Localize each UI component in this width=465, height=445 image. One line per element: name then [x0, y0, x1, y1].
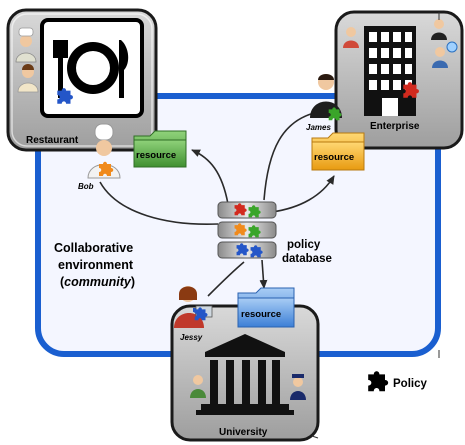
enterprise-resource-folder: resource: [311, 132, 365, 171]
tick-marks: [311, 12, 440, 439]
restaurant-node: Restaurant: [6, 8, 158, 152]
legend-policy-label: Policy: [393, 378, 427, 390]
restaurant-label: Restaurant: [26, 135, 79, 146]
community-label-line2: environment: [58, 258, 134, 272]
link-db-to-enterprise-resource: [271, 175, 335, 213]
jessy-avatar-icon: [174, 286, 213, 328]
restaurant-plate-icon: [40, 18, 144, 118]
enterprise-node: Enterprise: [334, 10, 464, 150]
policy-database-icon: [217, 201, 277, 259]
office-building-icon: [364, 26, 416, 116]
link-db-to-university-resource: [259, 259, 268, 289]
policy-database-label-line2: database: [282, 253, 332, 265]
link-james-to-db: [263, 111, 319, 201]
university-resource-label: resource: [241, 309, 281, 320]
link-jessy-to-db: [207, 261, 245, 297]
restaurant-resource-label: resource: [136, 150, 176, 161]
university-label: University: [219, 427, 268, 438]
link-db-to-restaurant-resource: [191, 149, 229, 205]
enterprise-label: Enterprise: [370, 121, 420, 132]
community-label-line3: (community): [60, 275, 135, 289]
connections: [99, 111, 335, 297]
student-person-icon: [190, 375, 206, 398]
close-paren: ): [131, 275, 135, 289]
link-bob-to-db: [99, 181, 219, 226]
bob-chef-avatar-icon: [87, 123, 121, 179]
enterprise-person-icon-right-top: [431, 19, 447, 40]
community-label-line1: Collaborative: [54, 241, 133, 255]
james-label: James: [306, 123, 331, 132]
enterprise-person-icon-left: [343, 27, 359, 48]
waitress-person-icon: [17, 64, 39, 93]
community-word: community: [64, 275, 132, 289]
bob-label: Bob: [78, 182, 94, 191]
university-node: University: [170, 304, 320, 442]
university-resource-folder: resource: [237, 287, 295, 328]
university-building-icon: [196, 334, 294, 415]
enterprise-person-icon-right-bottom: [432, 41, 458, 68]
open-paren: (: [60, 275, 65, 289]
legend-puzzle-piece-icon: [368, 371, 389, 392]
jessy-label: Jessy: [180, 333, 203, 342]
officer-person-icon: [290, 374, 306, 400]
chef-person-icon: [15, 27, 37, 63]
policy-database-label-line1: policy: [287, 239, 321, 251]
enterprise-resource-label: resource: [314, 152, 354, 163]
restaurant-resource-folder: resource: [133, 130, 187, 168]
james-avatar-icon: [310, 74, 342, 121]
